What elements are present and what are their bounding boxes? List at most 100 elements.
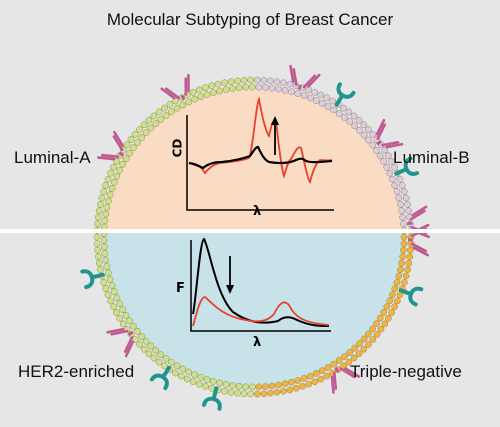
membrane-lipid-bead xyxy=(384,314,392,322)
membrane-lipid-bead xyxy=(242,383,250,391)
membrane-lipid-bead xyxy=(102,256,110,264)
membrane-lipid-bead xyxy=(253,390,261,398)
membrane-lipid-bead xyxy=(183,375,191,383)
membrane-lipid-bead xyxy=(229,85,237,92)
membrane-lipid-bead xyxy=(161,362,168,370)
cd-spectrum-plot xyxy=(186,96,334,211)
membrane-lipid-bead xyxy=(381,146,389,154)
subtype-label-triple-negative: Triple-negative xyxy=(350,362,462,381)
membrane-lipid-bead xyxy=(216,379,224,387)
cell-cytoplasm-top xyxy=(101,84,407,229)
membrane-lipid-bead xyxy=(406,253,414,261)
antibody-receptor-icon xyxy=(97,130,125,161)
cell-bottom-half xyxy=(101,233,407,390)
membrane-lipid-bead xyxy=(360,345,368,353)
membrane-lipid-bead xyxy=(209,378,217,385)
membrane-lipid-bead xyxy=(240,390,248,398)
membrane-lipid-bead xyxy=(161,104,168,112)
membrane-lipid-bead xyxy=(195,86,203,94)
membrane-lipid-bead xyxy=(355,116,363,124)
membrane-lipid-bead xyxy=(108,282,116,289)
membrane-lipid-bead xyxy=(140,345,148,353)
membrane-lipid-bead xyxy=(222,86,230,93)
membrane-lipid-bead xyxy=(107,297,114,305)
membrane-lipid-bead xyxy=(179,101,187,109)
membrane-lipid-bead xyxy=(393,279,401,286)
membrane-lipid-bead xyxy=(191,95,199,103)
antibody-receptor-icon xyxy=(289,64,321,91)
membrane-lipid-bead xyxy=(275,381,282,389)
membrane-lipid-bead xyxy=(134,328,141,335)
membrane-lipid-bead xyxy=(110,178,118,186)
membrane-lipid-bead xyxy=(305,380,313,388)
antibody-receptor-icon xyxy=(106,327,135,358)
membrane-lipid-bead xyxy=(405,207,413,215)
membrane-lipid-bead xyxy=(166,101,174,108)
her2-receptor-icon xyxy=(334,82,356,107)
cd-black-curve xyxy=(188,145,333,170)
membrane-lipid-bead xyxy=(369,141,376,149)
membrane-lipid-bead xyxy=(209,89,217,96)
membrane-lipid-bead xyxy=(189,88,197,96)
membrane-lipid-bead xyxy=(407,246,414,254)
membrane-lipid-bead xyxy=(106,191,114,199)
membrane-lipid-bead xyxy=(216,87,224,95)
membrane-lipid-bead xyxy=(351,344,359,352)
membrane-lipid-bead xyxy=(268,382,276,390)
membrane-lipid-bead xyxy=(398,182,406,189)
membrane-lipid-bead xyxy=(346,118,354,125)
membrane-lipid-bead xyxy=(130,322,137,330)
membrane-lipid-bead xyxy=(312,370,320,377)
membrane-lipid-bead xyxy=(306,94,314,102)
membrane-lipid-bead xyxy=(355,350,363,358)
membrane-lipid-bead xyxy=(391,303,398,311)
membrane-lipid-bead xyxy=(105,197,112,205)
membrane-lipid-bead xyxy=(197,373,205,381)
membrane-lipid-bead xyxy=(93,233,101,241)
membrane-lipid-bead xyxy=(400,220,407,228)
membrane-lipid-bead xyxy=(380,158,387,165)
her2-receptor-icon xyxy=(394,156,420,176)
membrane-lipid-bead xyxy=(102,210,110,218)
membrane-lipid-bead xyxy=(391,182,399,189)
membrane-lipid-bead xyxy=(93,240,101,247)
membrane-lipid-bead xyxy=(152,120,160,127)
her2-receptor-icon xyxy=(149,365,171,391)
membrane-lipid-bead xyxy=(345,108,353,116)
membrane-lipid-bead xyxy=(155,358,163,366)
membrane-lipid-bead xyxy=(369,131,377,138)
membrane-lipid-bead xyxy=(275,85,282,93)
membrane-lipid-bead xyxy=(273,78,281,86)
membrane-lipid-bead xyxy=(380,309,387,316)
membrane-lipid-bead xyxy=(399,213,407,221)
membrane-lipid-bead xyxy=(388,309,395,316)
membrane-lipid-bead xyxy=(330,360,338,368)
membrane-lipid-bead xyxy=(222,381,230,388)
membrane-lipid-bead xyxy=(98,194,106,202)
membrane-lipid-bead xyxy=(389,175,396,183)
membrane-lipid-bead xyxy=(351,122,359,130)
membrane-lipid-bead xyxy=(318,100,326,107)
membrane-lipid-bead xyxy=(260,390,268,398)
membrane-lipid-bead xyxy=(294,90,302,97)
membrane-lipid-bead xyxy=(400,246,407,254)
membrane-lipid-bead xyxy=(136,341,143,348)
membrane-lipid-bead xyxy=(108,185,116,192)
membrane-lipid-bead xyxy=(280,79,287,87)
fluor-arrow-head xyxy=(226,285,234,294)
membrane-lipid-bead xyxy=(305,86,313,94)
membrane-lipid-bead xyxy=(267,389,274,397)
membrane-lipid-bead xyxy=(95,259,103,267)
membrane-lipid-bead xyxy=(136,126,143,133)
antibody-receptor-icon xyxy=(330,366,361,394)
membrane-lipid-bead xyxy=(395,194,403,202)
membrane-lipid-bead xyxy=(356,340,363,347)
membrane-lipid-bead xyxy=(253,76,261,84)
membrane-lipid-bead xyxy=(317,375,325,383)
subtype-label-her2: HER2-enriched xyxy=(18,362,135,381)
membrane-lipid-bead xyxy=(323,372,331,380)
membrane-lipid-bead xyxy=(345,358,353,366)
membrane-lipid-bead xyxy=(249,83,256,91)
